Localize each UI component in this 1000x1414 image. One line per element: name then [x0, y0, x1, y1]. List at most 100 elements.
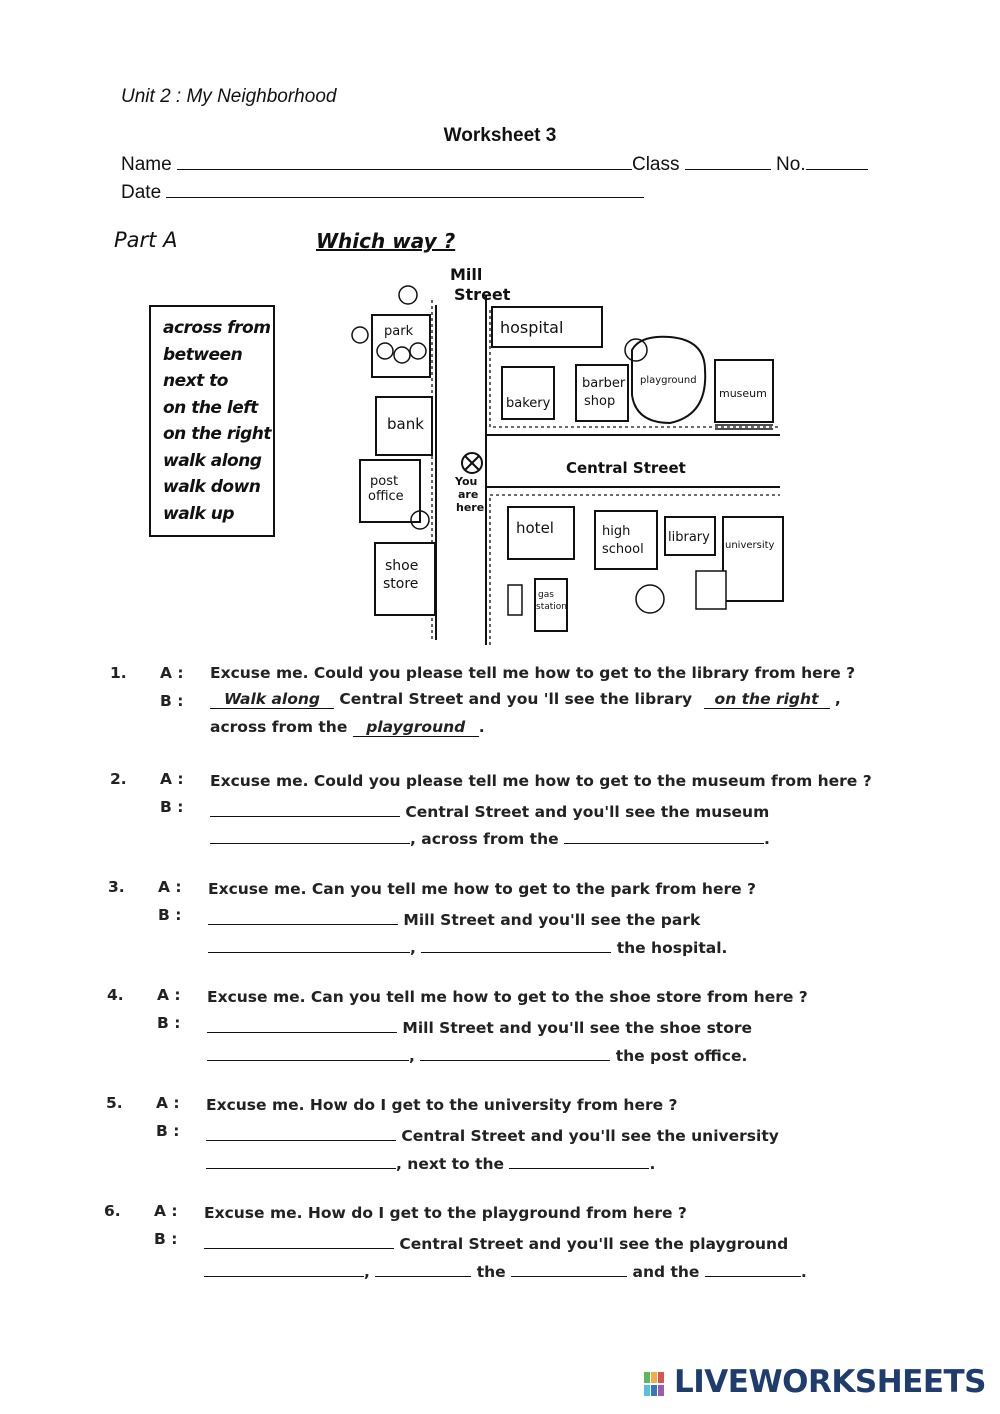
answer-field[interactable]: [564, 827, 765, 844]
sentence-text: the: [476, 1263, 506, 1281]
post-office: post office: [359, 459, 430, 530]
answer-field[interactable]: [210, 800, 400, 817]
question-4-line-b2: , the post office.: [207, 1044, 747, 1065]
date-label: Date: [121, 182, 162, 203]
no-field[interactable]: [805, 169, 868, 170]
you-are-here-label-2: are: [458, 488, 478, 501]
question-4-line-a: Excuse me. Can you tell me how to get to…: [207, 988, 808, 1006]
sentence-text: the hospital.: [616, 939, 728, 957]
date-row: Date: [121, 182, 645, 204]
post-office-label-2: office: [368, 489, 404, 504]
shoe-store-label-1: shoe: [385, 558, 418, 574]
sentence-text: Mill Street and you'll see the park: [403, 911, 701, 929]
playground-label: playground: [640, 375, 697, 386]
speaker-a-label: A :: [156, 1094, 180, 1112]
answer-field[interactable]: playground: [352, 718, 479, 737]
hospital: hospital: [491, 306, 603, 348]
park: park: [351, 285, 431, 378]
speaker-b-label: B :: [156, 1122, 180, 1140]
word-bank-item: next to: [163, 371, 228, 391]
punctuation: .: [800, 1263, 807, 1281]
bank-label: bank: [387, 415, 424, 433]
class-field[interactable]: [684, 169, 771, 170]
bank: bank: [375, 396, 433, 456]
high-school: high school: [594, 510, 658, 570]
speaker-a-label: A :: [158, 878, 182, 896]
sentence-text: Central Street and you 'll see the libra…: [339, 690, 693, 708]
answer-field[interactable]: [421, 936, 612, 953]
word-bank-item: walk down: [163, 477, 261, 497]
shoe-store-label-2: store: [383, 576, 418, 592]
answer-field[interactable]: [509, 1152, 650, 1169]
punctuation: ,: [834, 690, 841, 708]
mill-street-label-1: Mill: [450, 265, 482, 284]
answer-field[interactable]: [207, 1044, 409, 1061]
question-3-line-b2: , the hospital.: [208, 936, 727, 957]
date-field[interactable]: [166, 197, 645, 198]
question-5-line-b2: , next to the .: [206, 1152, 655, 1173]
name-field[interactable]: [176, 169, 632, 170]
question-1: 1.: [110, 664, 127, 682]
answer-field[interactable]: [207, 1016, 397, 1033]
punctuation: ,: [409, 1047, 415, 1065]
question-5-line-a: Excuse me. How do I get to the universit…: [206, 1096, 678, 1114]
answer-field[interactable]: [208, 908, 398, 925]
answer-field[interactable]: [375, 1260, 472, 1277]
question-3-line-b1: Mill Street and you'll see the park: [208, 908, 700, 929]
question-number: 1.: [110, 664, 127, 682]
speaker-a-label: A :: [157, 986, 181, 1004]
answer-field[interactable]: [206, 1124, 396, 1141]
answer-field[interactable]: [208, 936, 410, 953]
answer-field[interactable]: [206, 1152, 396, 1169]
question-3-line-a: Excuse me. Can you tell me how to get to…: [208, 880, 756, 898]
hotel-label: hotel: [516, 519, 554, 537]
liveworksheets-logo[interactable]: LIVEWORKSHEETS: [644, 1364, 987, 1400]
question-number: 3.: [108, 878, 125, 896]
word-bank-item: between: [163, 344, 243, 365]
answer-field[interactable]: [210, 827, 410, 844]
punctuation: .: [478, 718, 485, 736]
tree-icon: [635, 584, 665, 614]
museum-label: museum: [719, 387, 767, 400]
name-row: Name Class No.: [121, 154, 868, 176]
sidewalk-bottom: [489, 494, 780, 645]
hospital-label: hospital: [500, 318, 563, 337]
playground: playground: [624, 335, 707, 425]
answer-field[interactable]: on the right: [703, 690, 830, 709]
punctuation: ,: [364, 1263, 370, 1281]
answer-field[interactable]: [204, 1232, 394, 1249]
bakery: bakery: [501, 366, 555, 420]
sentence-text: and the: [632, 1263, 700, 1281]
sidewalk-top: [489, 310, 780, 428]
name-label: Name: [121, 154, 172, 175]
hotel: hotel: [507, 506, 575, 560]
sentence-text: Central Street and you'll see the univer…: [401, 1127, 779, 1145]
you-are-here-marker: You are here: [454, 452, 484, 514]
question-2-line-b1: Central Street and you'll see the museum: [210, 800, 769, 821]
punctuation: .: [764, 830, 770, 848]
no-label: No.: [776, 154, 806, 175]
answer-field[interactable]: [704, 1260, 801, 1277]
answer-field[interactable]: [204, 1260, 364, 1277]
speaker-a-label: A :: [154, 1202, 178, 1220]
sentence-text: , next to the: [396, 1155, 505, 1173]
speaker-b-label: B :: [154, 1230, 178, 1248]
answer-field[interactable]: [420, 1044, 611, 1061]
answer-field[interactable]: [511, 1260, 628, 1277]
museum: museum: [714, 359, 774, 430]
sentence-text: Mill Street and you'll see the shoe stor…: [402, 1019, 753, 1037]
you-are-here-label-1: You: [454, 475, 477, 488]
word-bank-item: across from: [163, 318, 271, 338]
question-6-line-b2: , the and the .: [204, 1260, 807, 1281]
speaker-b-label: B :: [157, 1014, 181, 1032]
answer-field[interactable]: Walk along: [210, 690, 334, 709]
unit-title: Unit 2 : My Neighborhood: [121, 86, 337, 107]
punctuation: .: [649, 1155, 656, 1173]
library: library: [664, 516, 716, 556]
question-number: 2.: [110, 770, 127, 788]
question-number: 6.: [104, 1202, 121, 1220]
speaker-a-label: A :: [160, 664, 184, 682]
sentence-text: , across from the: [410, 830, 559, 848]
worksheet-title: Worksheet 3: [443, 125, 557, 146]
question-1-line-b1: Walk along Central Street and you 'll se…: [210, 690, 841, 709]
